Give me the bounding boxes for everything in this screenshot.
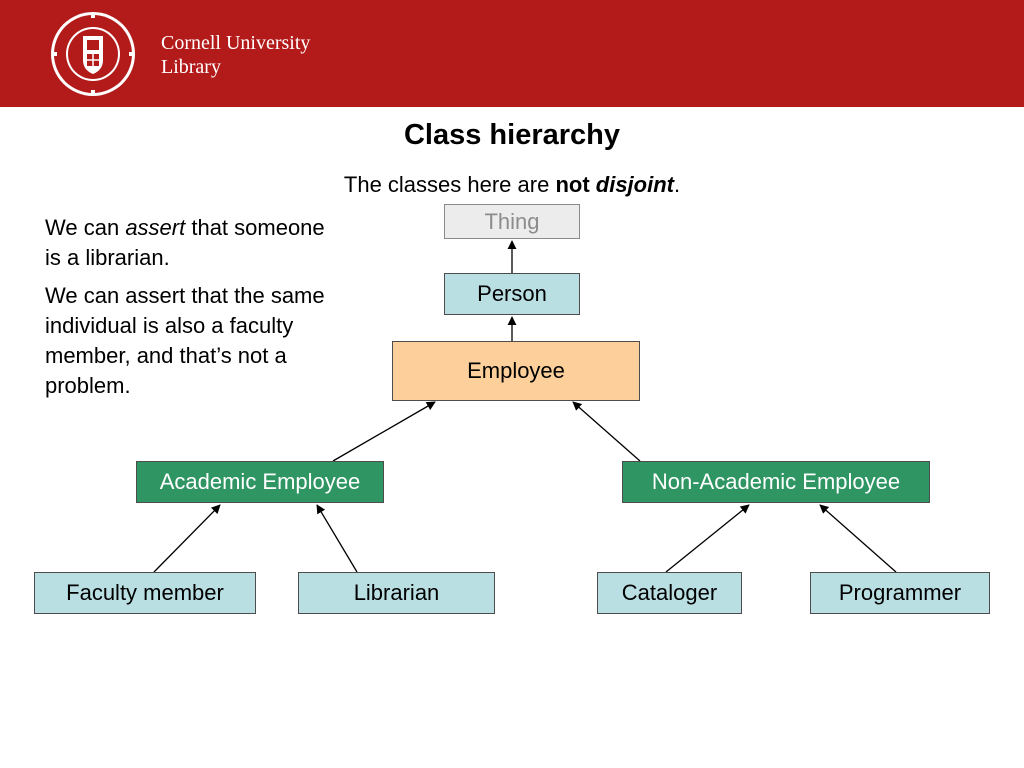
edge-programmer-to-nonacademic xyxy=(819,504,897,573)
node-thing: Thing xyxy=(444,204,580,239)
edge-faculty-to-academic xyxy=(153,504,221,573)
subtitle-period: . xyxy=(673,172,681,197)
node-librarian: Librarian xyxy=(298,572,495,614)
note-assert: We can assert that someone is a libraria… xyxy=(45,213,345,273)
node-person: Person xyxy=(444,273,580,315)
edge-librarian-to-academic xyxy=(316,504,358,573)
subtitle-pre: The classes here are xyxy=(343,172,556,197)
header-banner: Cornell University Library xyxy=(0,0,1024,107)
edge-academic-to-employee xyxy=(332,401,436,462)
node-non-academic-employee: Non-Academic Employee xyxy=(622,461,930,503)
subtitle-disjoint: disjoint xyxy=(595,172,674,197)
note-assert-italic: assert xyxy=(125,215,186,240)
brand-university: Cornell University xyxy=(161,32,311,54)
subtitle-not: not xyxy=(555,172,590,197)
note-assert-pre: We can xyxy=(45,215,126,240)
node-academic-employee: Academic Employee xyxy=(136,461,384,503)
node-employee: Employee xyxy=(392,341,640,401)
note-assert-post: that someone is a librarian. xyxy=(45,215,325,270)
slide-subtitle: The classes here are not disjoint. xyxy=(290,172,734,198)
library-brand[interactable]: Cornell University Library xyxy=(161,31,310,79)
brand-library: Library xyxy=(161,56,221,78)
edge-cataloger-to-nonacademic xyxy=(665,504,750,573)
slide-title: Class hierarchy xyxy=(403,119,620,151)
node-faculty-member: Faculty member xyxy=(34,572,256,614)
cornell-seal-icon xyxy=(51,12,135,96)
note-faculty: We can assert that the same individual i… xyxy=(45,283,325,398)
node-cataloger: Cataloger xyxy=(597,572,742,614)
node-programmer: Programmer xyxy=(810,572,990,614)
notes-text: We can assert that someone is a libraria… xyxy=(45,213,345,409)
edge-nonacademic-to-employee xyxy=(572,401,641,462)
